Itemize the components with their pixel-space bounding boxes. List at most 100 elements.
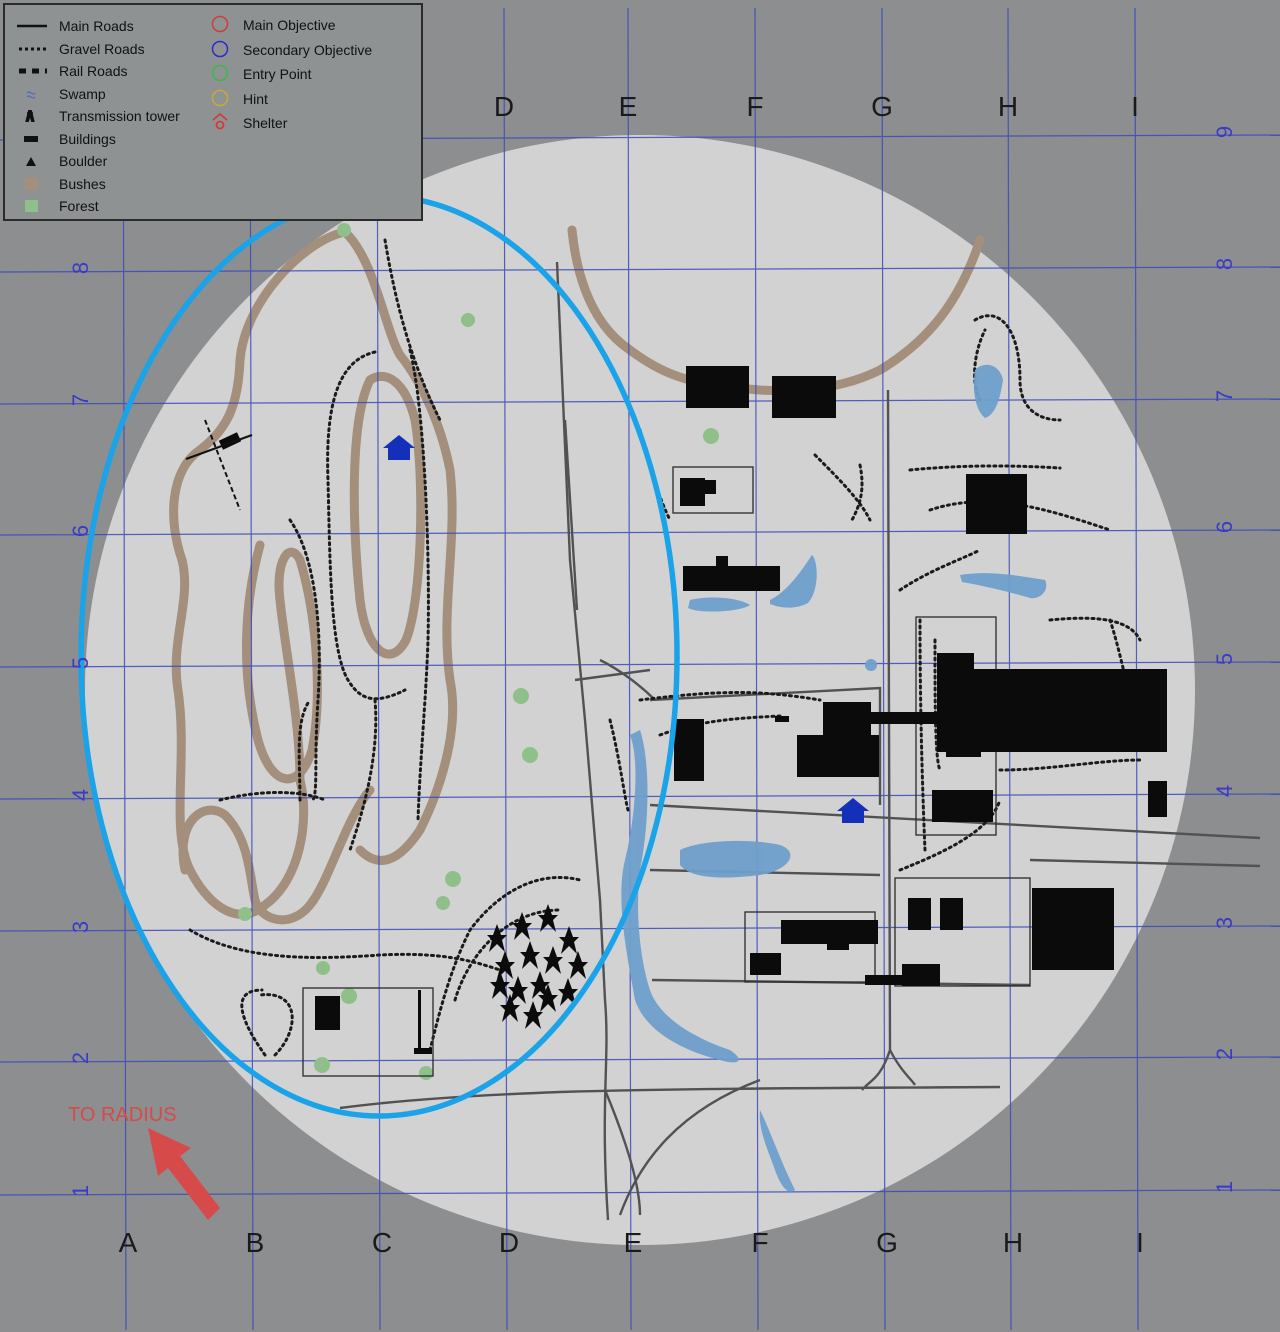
row-label-left: 8	[68, 262, 93, 274]
row-label-left: 2	[68, 1052, 93, 1064]
tower-icon	[520, 941, 540, 969]
grid-col-line	[754, 7, 759, 1331]
tower-icon	[538, 984, 558, 1012]
grid-col-line	[249, 7, 254, 1331]
arrow-icon	[148, 1128, 220, 1220]
rail-road-dashes	[15, 65, 49, 77]
row-label-right: 2	[1212, 1048, 1237, 1060]
tower-icon	[538, 904, 558, 932]
row-label-right: 8	[1212, 258, 1237, 270]
swamp-areas	[621, 364, 1047, 1192]
to-radius-arrow	[148, 1128, 220, 1220]
swamp-icon	[15, 88, 49, 100]
legend-label: Rail Roads	[59, 63, 128, 79]
tower-icon	[568, 951, 588, 979]
row-label-left: 7	[68, 394, 93, 406]
grid-col-line	[881, 7, 886, 1331]
legend-label: Boulder	[59, 153, 108, 169]
legend-label: Secondary Objective	[243, 41, 373, 58]
grid-col-line	[503, 7, 508, 1331]
row-label-right: 5	[1212, 653, 1237, 665]
shelter-marker-icon	[383, 435, 415, 460]
legend-terrain-column: Main Roads Gravel Roads Rail Roads Swamp…	[9, 15, 209, 218]
yellow-circle-icon	[209, 89, 231, 107]
legend-item-boulder: Boulder	[9, 150, 209, 173]
shelter-icon	[209, 113, 231, 131]
legend-label: Transmission tower	[59, 108, 180, 124]
row-label-right: 6	[1212, 521, 1237, 533]
legend-item-rail-roads: Rail Roads	[9, 60, 209, 83]
forest-swatch	[15, 200, 49, 212]
row-label-left: 4	[68, 789, 93, 801]
tower-icon	[487, 924, 507, 952]
tower-icon	[508, 976, 528, 1004]
tower-icon	[543, 946, 563, 974]
tower-icon	[530, 971, 550, 999]
column-label: H	[1003, 1227, 1023, 1258]
tower-icon	[558, 978, 578, 1006]
column-label-top: H	[998, 91, 1018, 122]
legend-item-hint: Hint	[207, 87, 421, 112]
column-label: B	[246, 1227, 265, 1258]
column-label-top: I	[1131, 91, 1139, 122]
row-label-left: 5	[68, 657, 93, 669]
legend-label: Entry Point	[243, 66, 312, 82]
column-label-top: G	[871, 91, 893, 122]
legend-item-main-roads: Main Roads	[9, 15, 209, 38]
tower-icon	[500, 994, 520, 1022]
power-lines	[185, 419, 253, 511]
row-label-left: 3	[68, 921, 93, 933]
column-label: I	[1136, 1227, 1144, 1258]
to-radius-label: TO RADIUS	[68, 1104, 177, 1126]
column-label: F	[751, 1227, 768, 1258]
grid-row-line	[0, 1189, 1280, 1196]
legend-item-transmission-tower: Transmission tower	[9, 105, 209, 128]
legend-item-secondary-objective: Secondary Objective	[207, 38, 421, 63]
legend-item-shelter: Shelter	[207, 111, 421, 136]
legend-label: Main Roads	[59, 18, 134, 34]
grid-row-line	[0, 529, 1280, 536]
legend-label: Forest	[59, 198, 99, 214]
legend-item-swamp: Swamp	[9, 83, 209, 106]
row-label-right: 3	[1212, 917, 1237, 929]
grid-row-line	[0, 398, 1280, 405]
tower-icon	[15, 110, 49, 122]
bushes-ridges	[169, 225, 985, 925]
tower-icon	[523, 1001, 543, 1029]
column-label: A	[119, 1227, 138, 1258]
boulder-icon	[15, 155, 49, 167]
legend-label: Bushes	[59, 175, 106, 192]
red-circle-icon	[209, 15, 231, 33]
grid-col-line	[627, 7, 632, 1331]
row-label-left: 6	[68, 525, 93, 537]
legend-item-entry-point: Entry Point	[207, 62, 421, 87]
lot-outlines	[302, 466, 1031, 1077]
legend-label: Buildings	[59, 130, 116, 147]
tower-icon	[559, 926, 579, 954]
legend-objective-column: Main Objective Secondary Objective Entry…	[207, 13, 421, 136]
grid-col-line	[122, 7, 127, 1331]
row-label-left: 1	[68, 1185, 93, 1197]
main-roads	[339, 261, 1261, 1221]
column-label: C	[372, 1227, 392, 1258]
grid-row-line	[0, 1056, 1280, 1063]
legend-item-bushes: Bushes	[9, 173, 209, 196]
grid-row-line	[0, 661, 1280, 668]
map-legend: Main Roads Gravel Roads Rail Roads Swamp…	[3, 3, 423, 221]
legend-item-buildings: Buildings	[9, 128, 209, 151]
buildings	[218, 366, 1167, 1054]
transmission-towers	[487, 904, 588, 1029]
grid-lines	[0, 7, 1280, 1331]
column-label: D	[499, 1227, 519, 1258]
grid-col-line	[376, 7, 381, 1331]
main-road-line	[15, 20, 49, 32]
row-label-right: 4	[1212, 785, 1237, 797]
column-label-top: E	[619, 91, 638, 122]
row-label-right: 9	[1212, 126, 1237, 138]
column-label-top: F	[746, 91, 763, 122]
